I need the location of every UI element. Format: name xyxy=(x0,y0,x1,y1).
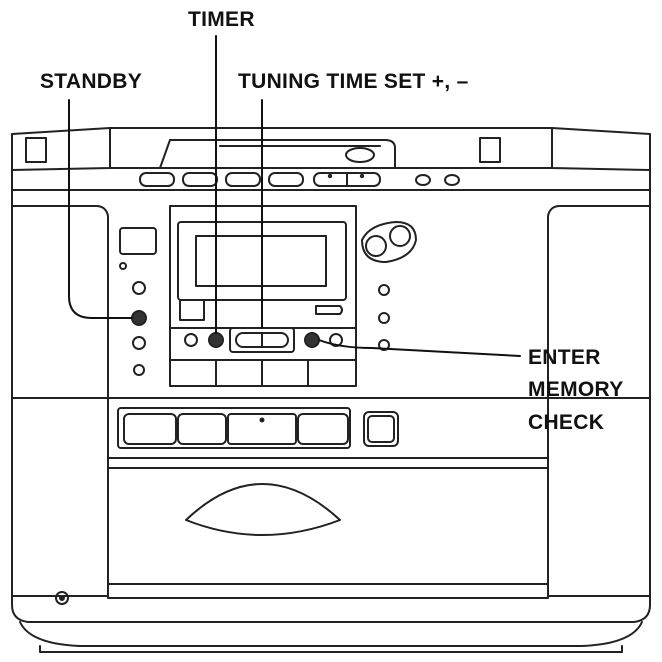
left-control-column xyxy=(119,227,157,376)
main-body xyxy=(11,169,651,653)
callout-memory: MEMORY xyxy=(528,378,624,401)
cassette-deck xyxy=(117,407,399,449)
cd-tray xyxy=(107,457,549,599)
tuning-time-set-button xyxy=(229,327,295,353)
top-function-buttons xyxy=(139,172,460,187)
standby-leader xyxy=(68,99,133,319)
callout-tuning-time-set: TUNING TIME SET +, – xyxy=(238,70,469,93)
headphone-jack xyxy=(55,591,69,605)
right-control-column xyxy=(361,221,417,351)
callout-enter: ENTER xyxy=(528,346,601,369)
speaker-left xyxy=(11,205,109,597)
top-deck xyxy=(11,127,651,171)
enter-leader xyxy=(318,339,521,357)
callout-check: CHECK xyxy=(528,411,605,434)
timer-button xyxy=(184,332,224,348)
callout-timer: TIMER xyxy=(188,8,255,31)
callout-standby: STANDBY xyxy=(40,70,143,93)
leader-lines xyxy=(68,35,521,357)
speaker-right xyxy=(547,205,651,597)
